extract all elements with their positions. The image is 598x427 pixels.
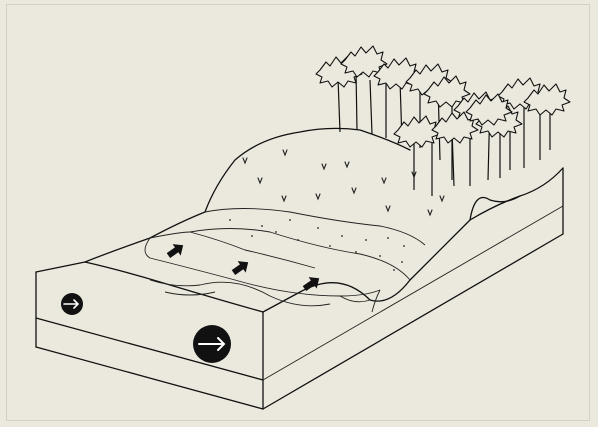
flow-arrow-icon (229, 257, 252, 279)
soil-block (36, 168, 563, 409)
flow-arrow-icon (164, 240, 187, 262)
flow-circles (61, 293, 231, 363)
flow-circle-icon (193, 325, 231, 363)
tree-canopy (316, 46, 570, 196)
sediment-layer (150, 209, 425, 281)
flow-circle-icon (61, 293, 83, 315)
flow-arrow-icon (300, 273, 323, 295)
